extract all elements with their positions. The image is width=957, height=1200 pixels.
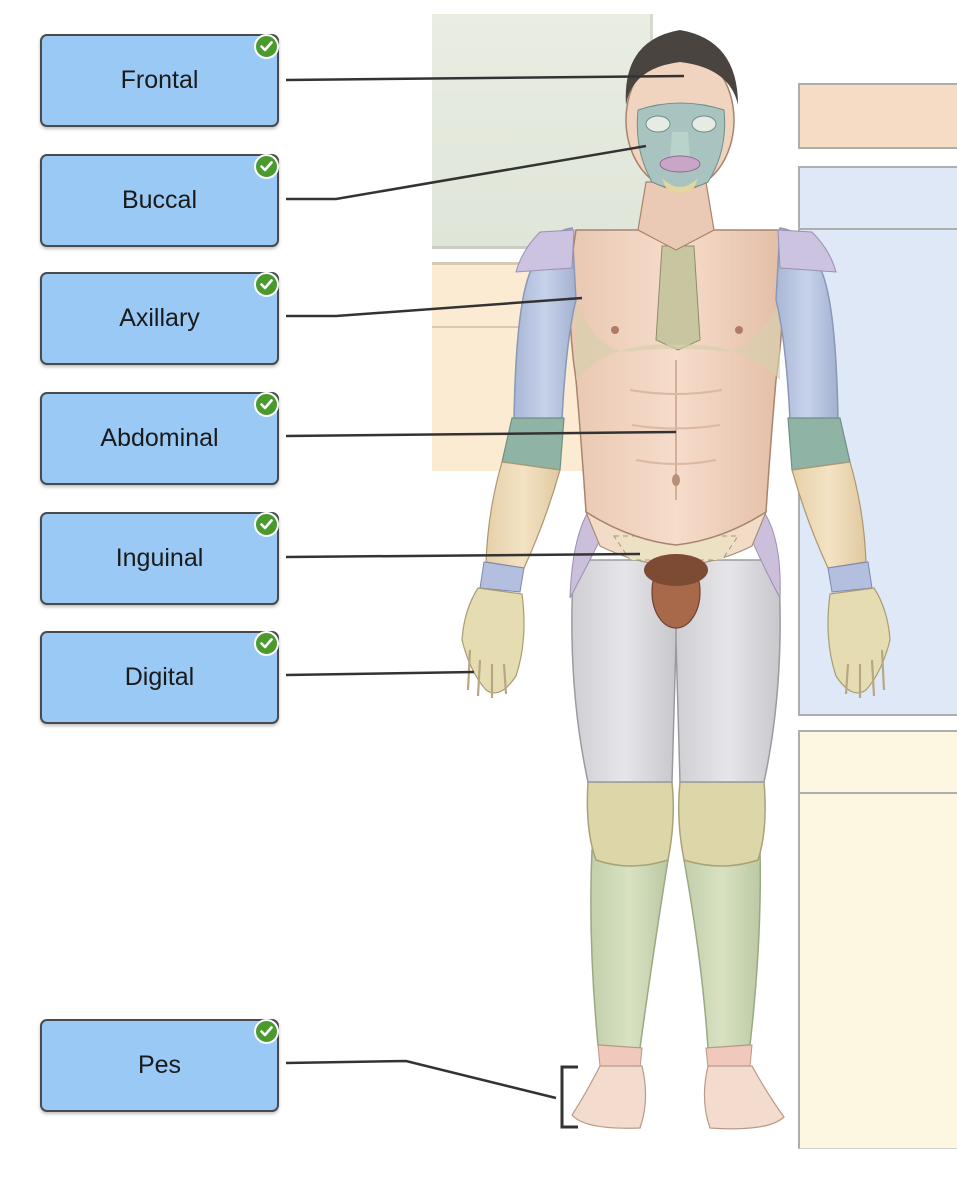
checkmark-circle-icon (254, 512, 279, 537)
checkmark-circle-icon (254, 631, 279, 656)
label-axillary[interactable]: Axillary (40, 272, 279, 365)
leader-line-inguinal (285, 552, 641, 559)
panel-divider (432, 326, 592, 328)
label-frontal[interactable]: Frontal (40, 34, 279, 127)
leader-line-pes (285, 1059, 557, 1100)
label-text: Pes (137, 1051, 182, 1079)
leader-line-digital (285, 670, 475, 677)
leader-line-axillary (286, 296, 583, 318)
label-abdominal[interactable]: Abdominal (40, 392, 279, 485)
leader-line-buccal (286, 144, 647, 201)
leader-lines (285, 74, 685, 1129)
label-buccal[interactable]: Buccal (40, 154, 279, 247)
panel-divider (798, 792, 957, 794)
label-text: Buccal (121, 186, 198, 214)
background-panel (798, 83, 957, 149)
label-text: Frontal (120, 66, 199, 94)
label-digital[interactable]: Digital (40, 631, 279, 724)
checkmark-circle-icon (254, 1019, 279, 1044)
checkmark-circle-icon (254, 392, 279, 417)
pes-bracket (560, 1065, 578, 1129)
leader-line-frontal (285, 74, 685, 82)
label-pes[interactable]: Pes (40, 1019, 279, 1112)
body-figure (461, 30, 891, 1130)
leader-line-abdominal (285, 430, 677, 438)
label-inguinal[interactable]: Inguinal (40, 512, 279, 605)
label-text: Abdominal (100, 424, 219, 452)
checkmark-circle-icon (254, 34, 279, 59)
label-text: Inguinal (115, 544, 204, 572)
label-text: Digital (124, 663, 195, 691)
label-text: Axillary (119, 304, 200, 332)
checkmark-circle-icon (254, 272, 279, 297)
panel-divider (798, 228, 957, 230)
background-panel (798, 730, 957, 1149)
checkmark-circle-icon (254, 154, 279, 179)
